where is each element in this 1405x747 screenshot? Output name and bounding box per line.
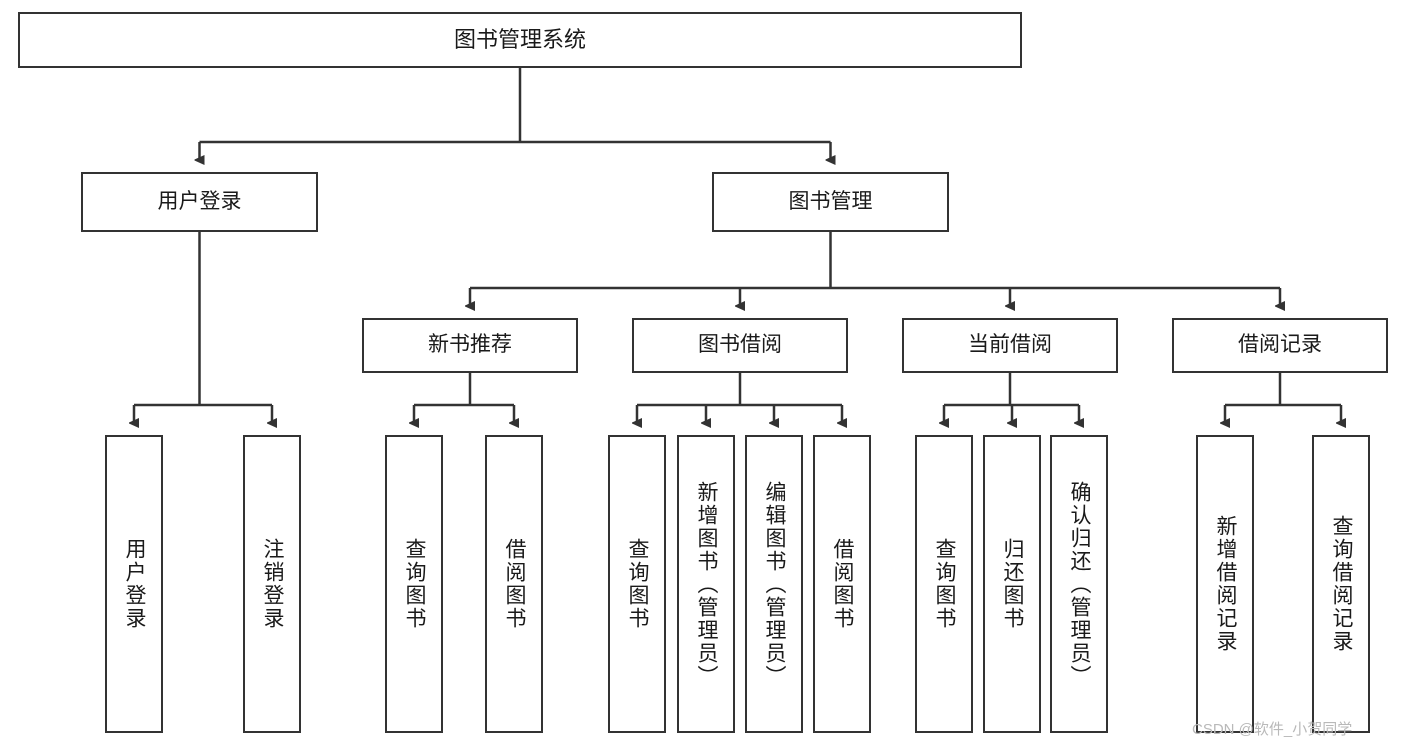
node-label: 归还图书 — [1001, 538, 1025, 630]
node-label: 借阅图书 — [831, 538, 855, 630]
node-label: 用户登录 — [123, 538, 147, 630]
node-current-borrow[interactable]: 当前借阅 — [902, 318, 1118, 373]
node-leaf-query-book-rec[interactable]: 查询图书 — [385, 435, 443, 733]
node-label: 当前借阅 — [968, 333, 1052, 357]
node-label: 查询图书 — [933, 538, 957, 630]
node-label: 借阅图书 — [503, 538, 527, 630]
node-label: 编辑图书（管理员） — [763, 480, 787, 688]
node-user-login[interactable]: 用户登录 — [81, 172, 318, 232]
node-leaf-borrow-book[interactable]: 借阅图书 — [813, 435, 871, 733]
node-root-system-title[interactable]: 图书管理系统 — [18, 12, 1022, 68]
node-leaf-logout[interactable]: 注销登录 — [243, 435, 301, 733]
node-leaf-return-book[interactable]: 归还图书 — [983, 435, 1041, 733]
node-label: 新书推荐 — [428, 333, 512, 357]
node-label: 注销登录 — [261, 538, 285, 630]
node-new-book-rec[interactable]: 新书推荐 — [362, 318, 578, 373]
node-label: 图书管理系统 — [453, 27, 586, 53]
node-label: 确认归还（管理员） — [1068, 480, 1092, 688]
node-leaf-user-login[interactable]: 用户登录 — [105, 435, 163, 733]
node-label: 查询图书 — [626, 538, 650, 630]
node-borrow-record[interactable]: 借阅记录 — [1172, 318, 1388, 373]
node-leaf-query-record[interactable]: 查询借阅记录 — [1312, 435, 1370, 733]
node-label: 查询借阅记录 — [1330, 515, 1354, 653]
node-leaf-borrow-book-rec[interactable]: 借阅图书 — [485, 435, 543, 733]
node-label: 新增借阅记录 — [1214, 515, 1238, 653]
node-book-borrow[interactable]: 图书借阅 — [632, 318, 848, 373]
node-leaf-confirm-return[interactable]: 确认归还（管理员） — [1050, 435, 1108, 733]
node-leaf-add-record[interactable]: 新增借阅记录 — [1196, 435, 1254, 733]
node-leaf-edit-book[interactable]: 编辑图书（管理员） — [745, 435, 803, 733]
node-label: 借阅记录 — [1238, 333, 1322, 357]
node-label: 新增图书（管理员） — [695, 480, 719, 688]
node-label: 查询图书 — [403, 538, 427, 630]
node-label: 用户登录 — [157, 189, 242, 213]
node-book-manage[interactable]: 图书管理 — [712, 172, 949, 232]
node-label: 图书管理 — [788, 189, 873, 213]
node-label: 图书借阅 — [698, 333, 782, 357]
node-leaf-query-book-cur[interactable]: 查询图书 — [915, 435, 973, 733]
node-leaf-query-book-borrow[interactable]: 查询图书 — [608, 435, 666, 733]
node-leaf-add-book[interactable]: 新增图书（管理员） — [677, 435, 735, 733]
edge-group — [134, 68, 1341, 423]
watermark: CSDN @软件_小贺同学 — [1192, 721, 1353, 738]
